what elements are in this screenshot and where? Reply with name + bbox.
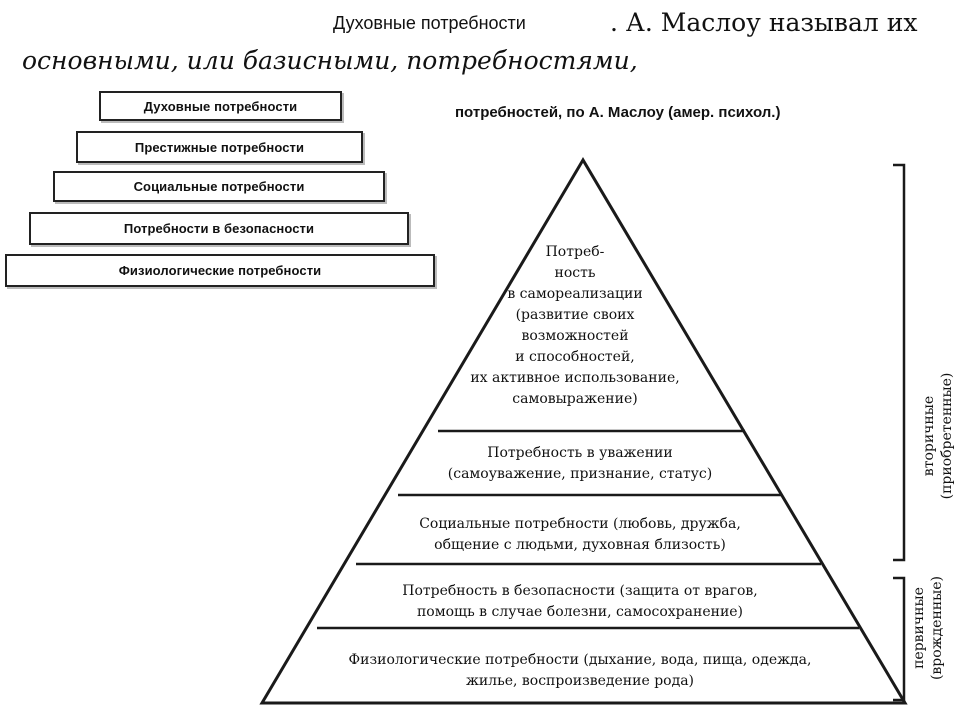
safety-line: Потребность в безопасности (защита от вр…: [402, 583, 758, 599]
self-line: в самореализации: [507, 286, 643, 302]
secondary-needs-label: вторичные (приобретенные): [920, 336, 956, 536]
header-right-text: . А. Маслоу называл их: [610, 8, 918, 37]
level-safety: Потребность в безопасности (защита от вр…: [340, 581, 820, 623]
primary-label-line: (врожденные): [929, 575, 945, 681]
esteem-line: Потребность в уважении: [487, 445, 673, 461]
bracket-primary: [893, 576, 906, 702]
secondary-label-line: вторичные: [921, 395, 937, 477]
small-tier-social: Социальные потребности: [53, 171, 385, 202]
small-tier-safety: Потребности в безопасности: [29, 212, 409, 245]
small-tier-spiritual: Духовные потребности: [99, 91, 342, 121]
secondary-label-line: (приобретенные): [939, 372, 955, 500]
pyramid-title: потребностей, по А. Маслоу (амер. психол…: [455, 104, 781, 121]
physiological-line: Физиологические потребности (дыхание, во…: [348, 652, 812, 668]
self-line: ность: [554, 265, 596, 281]
level-physiological: Физиологические потребности (дыхание, во…: [300, 650, 860, 692]
safety-line: помощь в случае болезни, самосохранение): [416, 604, 744, 620]
header-left-text: Духовные потребности: [333, 13, 526, 33]
header-second-line: основными, или базисными, потребностями,: [22, 46, 638, 75]
level-self-actualization: Потреб- ность в самореализации (развитие…: [440, 242, 710, 410]
small-tier-prestige: Престижные потребности: [76, 131, 363, 163]
level-social: Социальные потребности (любовь, дружба, …: [380, 514, 780, 556]
self-line: их активное использование,: [470, 370, 680, 386]
level-esteem: Потребность в уважении (самоуважение, пр…: [410, 443, 750, 485]
social-line: Социальные потребности (любовь, дружба,: [419, 516, 741, 532]
self-line: Потреб-: [545, 244, 605, 260]
social-line: общение с людьми, духовная близость): [434, 537, 726, 553]
primary-label-line: первичные: [911, 587, 927, 669]
self-line: и способностей,: [515, 349, 635, 365]
bracket-secondary: [893, 163, 906, 562]
esteem-line: (самоуважение, признание, статус): [447, 466, 713, 482]
primary-needs-label: первичные (врожденные): [910, 568, 946, 688]
self-line: возможностей: [521, 328, 629, 344]
self-line: самовыражение): [512, 391, 638, 407]
physiological-line: жилье, воспроизведение рода): [465, 673, 695, 689]
self-line: (развитие своих: [515, 307, 635, 323]
small-tier-physiological: Физиологические потребности: [5, 254, 435, 287]
